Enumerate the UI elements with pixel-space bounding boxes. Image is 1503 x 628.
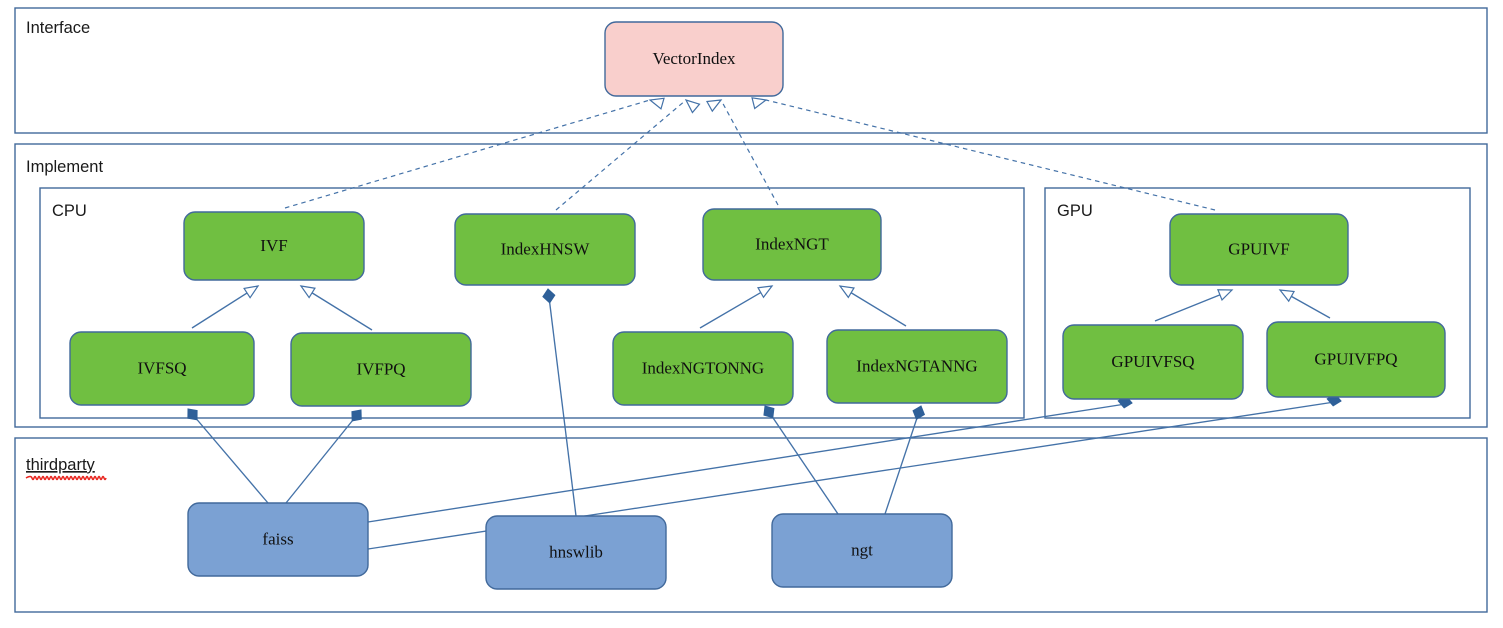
edge-e-ivfsq-ivf	[191, 285, 260, 329]
node-label-gpuivfpq: GPUIVFPQ	[1314, 349, 1397, 368]
node-indexhnsw[interactable]: IndexHNSW	[454, 213, 636, 286]
edge-c-ivfsq-faiss	[187, 408, 269, 504]
arrowhead-triangle	[648, 97, 665, 110]
arrowhead-triangle	[1216, 289, 1234, 302]
edge-c-anng-ngt	[884, 405, 926, 515]
node-label-gpuivfsq: GPUIVFSQ	[1111, 352, 1194, 371]
container-label-thirdparty: thirdparty	[26, 456, 96, 474]
arrowhead-triangle	[684, 99, 701, 114]
edge-e-gpuivf-vi	[751, 97, 1216, 211]
node-label-indexhnsw: IndexHNSW	[501, 239, 591, 258]
arrowhead-triangle	[243, 285, 260, 299]
node-indexngtanng[interactable]: IndexNGTANNG	[826, 329, 1008, 404]
node-ivfsq[interactable]: IVFSQ	[69, 331, 255, 406]
node-label-ngt: ngt	[851, 540, 873, 559]
arrowhead-triangle	[1278, 289, 1296, 303]
node-gpuivfpq[interactable]: GPUIVFPQ	[1266, 321, 1446, 398]
container-label-interface: Interface	[26, 19, 90, 37]
node-ngt[interactable]: ngt	[771, 513, 953, 588]
edge-c-hnsw-lib	[542, 288, 577, 517]
edge-e-onng-ngt	[699, 285, 774, 329]
arrowhead-diamond	[187, 408, 198, 421]
container-label-implement: Implement	[26, 158, 103, 176]
arrowhead-diamond	[763, 405, 775, 419]
edge-e-ngt-vi	[705, 99, 779, 206]
container-label-cpu: CPU	[52, 202, 87, 220]
node-label-faiss: faiss	[262, 529, 293, 548]
node-label-hnswlib: hnswlib	[549, 542, 603, 561]
arrowhead-triangle	[705, 99, 723, 113]
edge-e-ivfpq-ivf	[299, 285, 373, 331]
node-label-indexngtonng: IndexNGTONNG	[642, 358, 764, 377]
node-label-indexngt: IndexNGT	[755, 234, 829, 253]
node-gpuivf[interactable]: GPUIVF	[1169, 213, 1349, 286]
node-label-indexngtanng: IndexNGTANNG	[856, 356, 977, 375]
node-label-gpuivf: GPUIVF	[1228, 239, 1289, 258]
arrowhead-triangle	[751, 97, 768, 110]
arrowhead-triangle	[299, 285, 316, 299]
node-label-vectorindex: VectorIndex	[652, 49, 736, 68]
node-indexngt[interactable]: IndexNGT	[702, 208, 882, 281]
arrowhead-diamond	[351, 409, 362, 422]
container-label-gpu: GPU	[1057, 202, 1093, 220]
edge-c-onng-ngt	[763, 405, 839, 515]
edge-e-gsq-givf	[1154, 289, 1234, 322]
spellcheck-squiggle	[25, 475, 107, 481]
edge-c-ivfpq-faiss	[285, 409, 362, 504]
arrowhead-diamond	[542, 288, 556, 304]
node-label-ivfpq: IVFPQ	[356, 359, 405, 378]
arrowhead-diamond	[912, 405, 926, 420]
node-indexngtonng[interactable]: IndexNGTONNG	[612, 331, 794, 406]
node-label-ivfsq: IVFSQ	[137, 358, 186, 377]
arrowhead-triangle	[838, 285, 855, 299]
edge-e-gpq-givf	[1278, 289, 1331, 319]
node-ivfpq[interactable]: IVFPQ	[290, 332, 472, 407]
arrowhead-triangle	[757, 285, 774, 299]
node-hnswlib[interactable]: hnswlib	[485, 515, 667, 590]
edge-e-ivf-vi	[284, 97, 665, 209]
node-vectorindex[interactable]: VectorIndex	[604, 21, 784, 97]
node-label-ivf: IVF	[260, 236, 287, 255]
edge-e-hnsw-vi	[555, 99, 701, 211]
node-gpuivfsq[interactable]: GPUIVFSQ	[1062, 324, 1244, 400]
node-faiss[interactable]: faiss	[187, 502, 369, 577]
node-ivf[interactable]: IVF	[183, 211, 365, 281]
edge-e-anng-ngt	[838, 285, 907, 327]
